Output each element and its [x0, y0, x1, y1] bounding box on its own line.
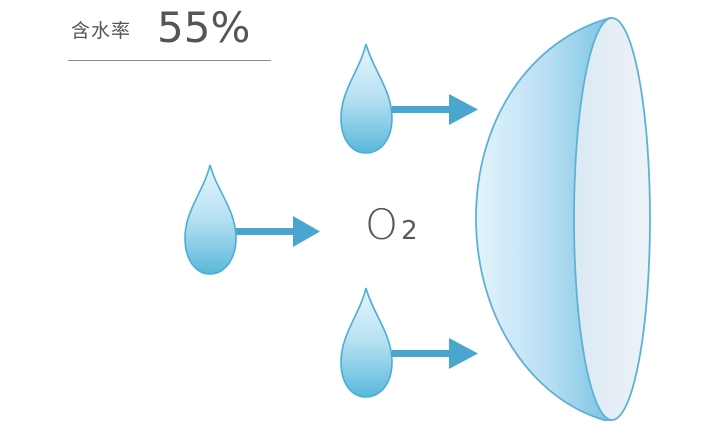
arrow-right-icon-bottom: [392, 338, 478, 369]
water-drop-icon-top: [341, 44, 392, 153]
oxygen-subscript: 2: [401, 216, 418, 246]
water-drop-icon-middle: [185, 165, 236, 274]
contact-lens: [476, 18, 650, 420]
arrow-right-icon-top: [392, 94, 478, 125]
oxygen-symbol: O: [365, 200, 398, 249]
water-drop-icon-bottom: [341, 288, 392, 397]
arrow-right-icon-middle: [236, 216, 320, 247]
